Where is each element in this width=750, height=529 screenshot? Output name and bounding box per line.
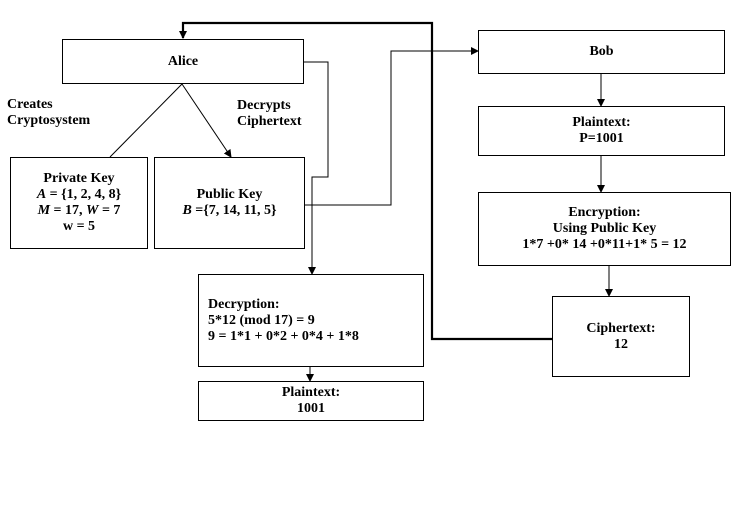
var-b: B bbox=[182, 203, 192, 218]
plaintext-bob-node: Plaintext: P=1001 bbox=[478, 106, 725, 156]
decryption-step-2: 9 = 1*1 + 0*2 + 0*4 + 1*8 bbox=[208, 328, 359, 344]
val-m: = 17, bbox=[53, 203, 83, 218]
public-key-node: Public Key B ={7, 14, 11, 5} bbox=[154, 157, 305, 249]
plaintext-bob-value: P=1001 bbox=[579, 131, 624, 146]
encryption-title: Encryption: bbox=[568, 205, 641, 220]
encryption-node: Encryption: Using Public Key 1*7 +0* 14 … bbox=[478, 192, 731, 266]
creates-cryptosystem-label: Creates Cryptosystem bbox=[7, 97, 90, 129]
plaintext-alice-value: 1001 bbox=[297, 401, 325, 416]
val-b: ={7, 14, 11, 5} bbox=[195, 203, 277, 218]
encryption-equation: 1*7 +0* 14 +0*11+1* 5 = 12 bbox=[522, 237, 687, 252]
val-a: = {1, 2, 4, 8} bbox=[49, 187, 122, 202]
private-key-small-w: w = 5 bbox=[62, 219, 96, 234]
edge-alice-private-key bbox=[109, 83, 183, 158]
var-w: W bbox=[86, 203, 99, 218]
public-key-set-b: B ={7, 14, 11, 5} bbox=[182, 203, 276, 219]
private-key-title: Private Key bbox=[43, 171, 115, 186]
public-key-title: Public Key bbox=[196, 187, 263, 202]
edge-alice-decryption bbox=[304, 61, 329, 275]
val-w: = 7 bbox=[101, 203, 121, 218]
bob-label: Bob bbox=[589, 44, 614, 59]
alice-label: Alice bbox=[167, 53, 199, 69]
var-m: M bbox=[37, 203, 51, 218]
bob-node: Bob bbox=[478, 30, 725, 74]
alice-node: Alice bbox=[62, 39, 304, 84]
decrypts-ciphertext-label: Decrypts Ciphertext bbox=[237, 98, 302, 130]
decryption-step-1: 5*12 (mod 17) = 9 bbox=[208, 312, 315, 328]
private-key-set-a: A = {1, 2, 4, 8} bbox=[37, 187, 121, 203]
ciphertext-title: Ciphertext: bbox=[586, 320, 656, 336]
plaintext-alice-node: Plaintext: 1001 bbox=[198, 381, 424, 421]
edge-public-key-bob bbox=[305, 47, 479, 206]
decrypts-line: Decrypts bbox=[237, 98, 291, 113]
private-key-m-w: M = 17, W = 7 bbox=[38, 203, 121, 219]
cryptosystem-line: Cryptosystem bbox=[7, 113, 91, 128]
ciphertext-node: Ciphertext: 12 bbox=[552, 296, 690, 377]
decryption-title: Decryption: bbox=[208, 296, 280, 312]
encryption-subtitle: Using Public Key bbox=[552, 221, 657, 236]
private-key-node: Private Key A = {1, 2, 4, 8} M = 17, W =… bbox=[10, 157, 148, 249]
edge-ciphertext-alice bbox=[179, 21, 552, 341]
ciphertext-line: Ciphertext bbox=[237, 114, 302, 129]
var-a: A bbox=[36, 187, 47, 202]
plaintext-bob-title: Plaintext: bbox=[572, 115, 631, 130]
creates-line: Creates bbox=[7, 97, 53, 112]
ciphertext-value: 12 bbox=[614, 336, 628, 352]
edge-alice-public-key bbox=[181, 83, 232, 158]
decryption-node: Decryption: 5*12 (mod 17) = 9 9 = 1*1 + … bbox=[198, 274, 424, 367]
plaintext-alice-title: Plaintext: bbox=[281, 385, 341, 400]
